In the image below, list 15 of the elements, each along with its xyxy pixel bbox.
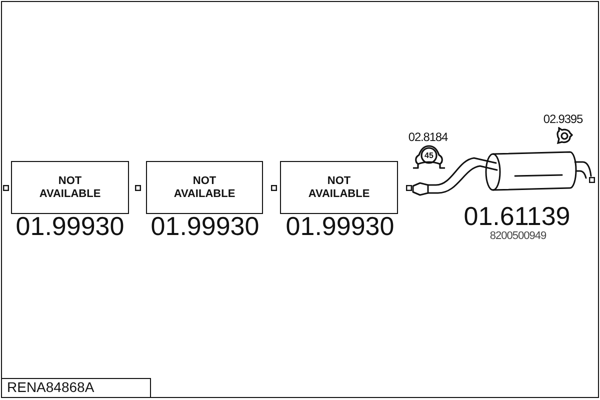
part-box [280, 161, 398, 214]
oem-reference-number: 8200500949 [490, 231, 546, 242]
part-box [11, 161, 129, 214]
availability-text: NOT AVAILABLE [308, 174, 370, 200]
availability-text: NOT AVAILABLE [174, 174, 236, 200]
availability-text: NOT AVAILABLE [39, 174, 101, 200]
part-box [146, 161, 263, 214]
part-number: 02.9395 [543, 113, 583, 125]
part-number: 02.8184 [408, 131, 448, 143]
part-number: 01.99930 [16, 213, 124, 239]
part-number: 01.99930 [150, 213, 260, 239]
clamp-size-text: 45 [424, 152, 434, 160]
part-number: 01.61139 [464, 203, 570, 229]
part-number: 01.99930 [286, 213, 394, 239]
reference-code-label: RENA84868A [1, 378, 151, 398]
